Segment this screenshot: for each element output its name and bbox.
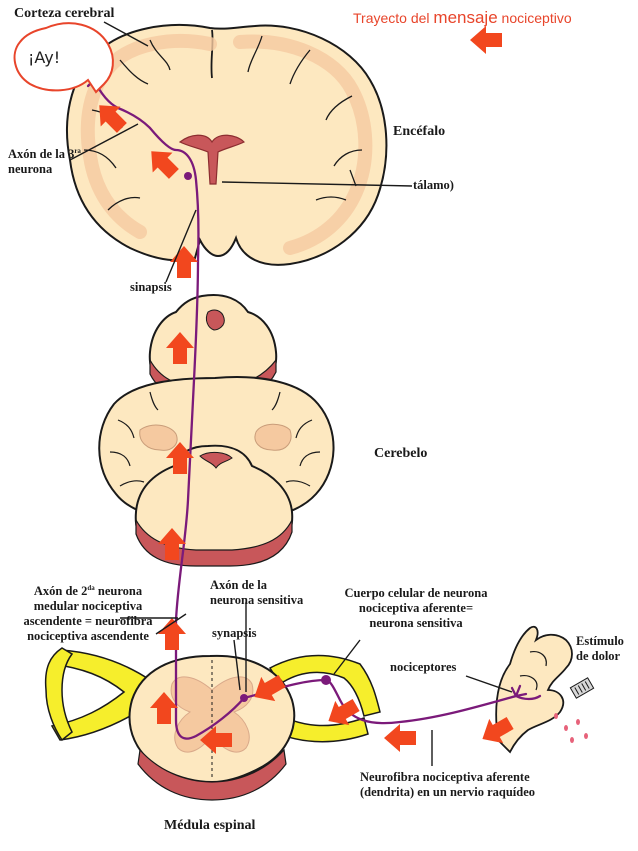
ascending-fiber xyxy=(92,78,246,740)
brain-fissure xyxy=(210,29,214,79)
brain-gyri xyxy=(83,35,363,211)
leader-lines xyxy=(69,21,513,766)
speech-bubble xyxy=(13,22,114,94)
label-synapsis: synapsis xyxy=(212,626,257,640)
diagram-title: Trayecto del mensaje nociceptivo xyxy=(353,8,572,27)
arrow-icon xyxy=(384,724,416,752)
label-encefalo: Encéfalo xyxy=(393,124,446,139)
nerve-root-left xyxy=(50,649,151,741)
afferent-fiber xyxy=(242,678,518,725)
nerve-root-left-outer xyxy=(44,647,74,742)
nerve-root-right xyxy=(268,654,381,717)
brainstem-aqueduct xyxy=(205,309,225,331)
cerebellum-folia xyxy=(109,391,321,487)
spinal-synapse-dot xyxy=(240,694,248,702)
spinal-cord-red-band xyxy=(137,748,287,801)
brain-ventricle xyxy=(178,134,246,185)
nociceptive-pathway xyxy=(84,70,542,740)
label-sinapsis: sinapsis xyxy=(130,280,172,294)
razor-blade-icon xyxy=(569,677,595,699)
nociceptor-endings xyxy=(510,684,542,701)
hand-finger-lines xyxy=(519,651,547,691)
label-nociceptores: nociceptores xyxy=(390,660,457,674)
neuron-cell-body xyxy=(321,675,331,685)
label-cerebelo: Cerebelo xyxy=(374,446,428,461)
label-medula-espinal: Médula espinal xyxy=(164,818,256,833)
cerebellum-nucleus-left xyxy=(139,424,178,451)
label-corteza-cerebral: Corteza cerebral xyxy=(14,6,115,21)
label-talamo: tálamo) xyxy=(413,178,454,192)
legend-arrow-icon xyxy=(470,26,502,54)
brain-section xyxy=(66,24,388,266)
label-neurofibra-aferente: Neurofibra nociceptiva aferente(dendrita… xyxy=(360,770,536,799)
cerebellum-nucleus-right xyxy=(254,423,292,451)
spinal-cord-section xyxy=(44,647,381,801)
fourth-ventricle xyxy=(199,451,233,469)
brain-cortex-band xyxy=(80,33,373,255)
blood-drops xyxy=(554,713,588,743)
hand-outline xyxy=(495,625,573,754)
ay-exclamation: ¡Ay! xyxy=(28,48,61,67)
thalamus-synapse-dot xyxy=(184,172,192,180)
cerebellum-section xyxy=(98,376,335,567)
hand-illustration xyxy=(495,625,595,754)
